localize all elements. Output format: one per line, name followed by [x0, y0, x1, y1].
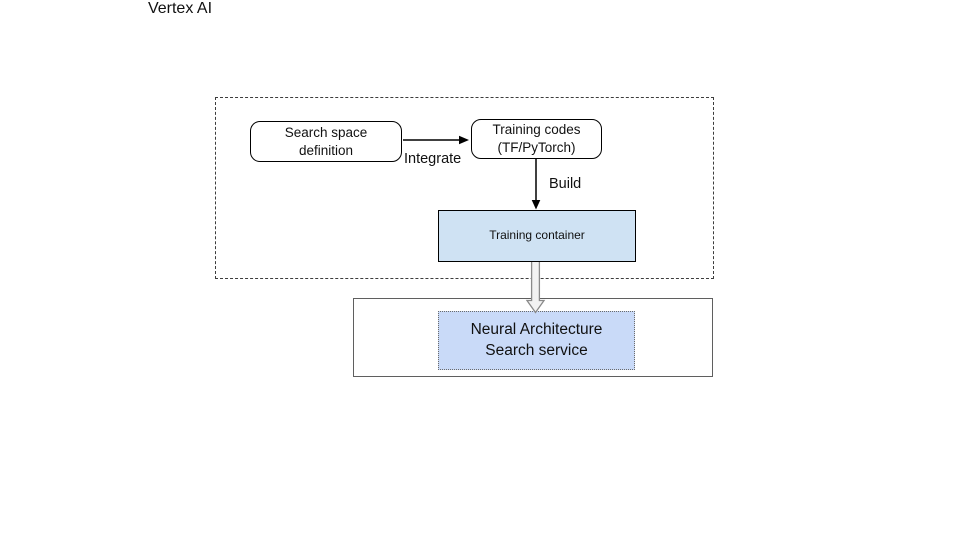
node-training-codes: Training codes (TF/PyTorch)	[471, 119, 602, 159]
node-training-container: Training container	[438, 210, 636, 262]
workflow-group-box	[215, 97, 714, 279]
training-container-label: Training container	[489, 228, 585, 243]
node-search-space-definition: Search space definition	[250, 121, 402, 162]
search-space-definition-label: Search space definition	[284, 124, 368, 158]
vertex-ai-label: Vertex AI	[147, 0, 213, 17]
training-codes-label: Training codes (TF/PyTorch)	[492, 122, 581, 155]
integrate-label: Integrate	[404, 151, 462, 167]
build-label: Build	[549, 176, 582, 192]
node-nas-service: Neural Architecture Search service	[438, 311, 635, 370]
nas-service-label: Neural Architecture Search service	[470, 321, 603, 359]
